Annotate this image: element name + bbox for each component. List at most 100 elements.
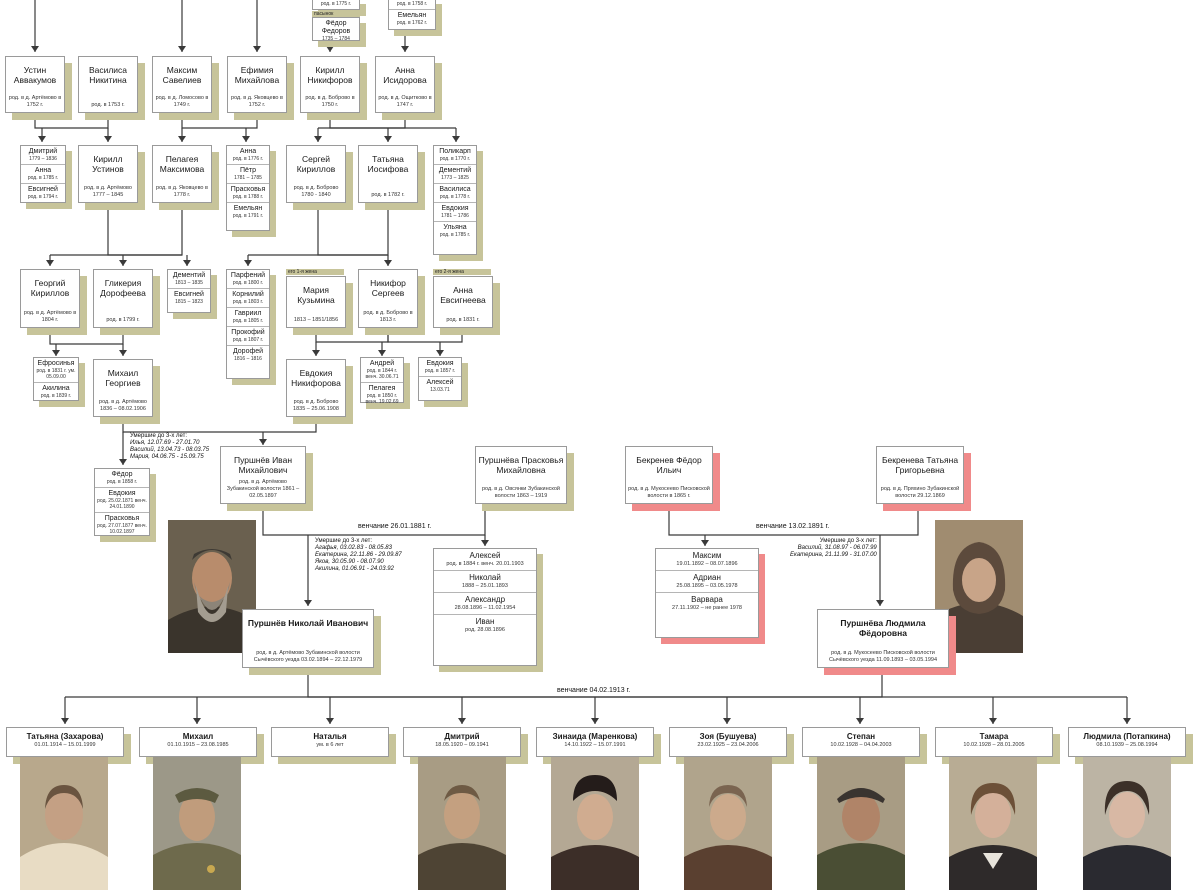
person-dates: род. в д. Овсянки Зубакинской волости 18… [482, 486, 560, 499]
child-card-zoya[interactable]: Зоя (Бушуева)23.02.1925 – 23.04.2006 [669, 727, 787, 757]
child-dates: 01.10.1915 – 23.08.1985 [167, 742, 229, 748]
note-item: Акилина, 01.06.91 - 24.03.92 [315, 566, 394, 572]
person-dates: род. в 1782 г. [371, 192, 405, 198]
person-name: Василиса Никитина [88, 65, 128, 85]
note-title: Умершие до 3-х лет: [315, 538, 373, 544]
person-name: Евдокия Никифорова [291, 368, 341, 388]
person-card-efimiya[interactable]: Ефимия Михайлова род. в д. Яковцево в 175… [227, 56, 287, 113]
person-dates: род. в д. Яковцево в 1752 г. [231, 95, 283, 108]
person-name: Георгий Кириллов [30, 278, 70, 298]
child-name: Татьяна (Захарова) [26, 732, 104, 741]
person-card-anna-evsigneeva[interactable]: Анна Евсигнеева род. в 1831 г. [433, 276, 493, 328]
person-dates: род. в 1831 г. [446, 317, 480, 323]
person-name: Максим Савелиев [162, 65, 202, 85]
person-dates: род. в д. Артёмово в 1804 г. [23, 310, 77, 323]
person-card-nikolai-purshnev[interactable]: Пуршнёв Николай Иванович род. в д. Артёмо… [242, 609, 374, 668]
person-card-vasilisa[interactable]: Василиса Никитина род. в 1753 г. [78, 56, 138, 113]
child-dates: 10.02.1928 – 28.01.2005 [963, 742, 1025, 748]
person-name: Ефимия Михайлова [234, 65, 280, 85]
child-name: Тамара [979, 732, 1009, 741]
person-dates: род. в д. Ощитково в 1747 г. [378, 95, 432, 108]
person-name: Бекренева Татьяна Григорьевна [881, 455, 959, 475]
note-item: Василий, 31.08.97 - 06.07.99 [797, 545, 877, 551]
second-wife-tag: его 2-я жена [433, 269, 491, 275]
person-dates: род. в 1753 г. [91, 102, 125, 108]
child-card-zinaida[interactable]: Зинаида (Маренкова)14.10.1922 – 15.07.19… [536, 727, 654, 757]
person-dates: род. в д. Артёмово Зубакинской волости С… [253, 650, 363, 663]
person-name: Анна Евсигнеева [440, 285, 486, 305]
wedding-label-2: венчание 13.02.1891 г. [756, 523, 830, 530]
top-sibling-box-1: род. в 1775 г. [312, 0, 360, 10]
person-name: Мария Кузьмина [297, 285, 335, 305]
child-card-tatyana[interactable]: Татьяна (Захарова)01.01.1914 – 15.01.199… [6, 727, 124, 757]
first-wife-tag: его 1-я жена [286, 269, 344, 275]
note-item: Василий, 13.04.73 - 08.03.75 [130, 447, 210, 453]
person-dates: род. в д. Яковцево в 1778 г. [156, 185, 208, 198]
person-name: Никифор Сергеев [370, 278, 406, 298]
person-card-georgii[interactable]: Георгий Кириллов род. в д. Артёмово в 180… [20, 269, 80, 328]
child-name: Зинаида (Маренкова) [552, 732, 638, 741]
portrait-stepan [817, 757, 905, 890]
person-name: Пуршнёв Иван Михайлович [233, 455, 293, 475]
list-item: род. в 1758 г. [389, 0, 435, 10]
child-card-lyudmila[interactable]: Людмила (Потапкина)08.10.1939 – 25.08.19… [1068, 727, 1186, 757]
person-name: Пуршнёв Николай Иванович [247, 618, 369, 628]
infant-deaths-note-1: Умершие до 3-х лет: Илья, 12.07.69 - 27.… [130, 433, 209, 461]
portrait-nikolai [168, 520, 256, 653]
list-item: род. в 1775 г. [320, 1, 352, 7]
portrait-zoya [684, 757, 772, 890]
note-item: Яков, 30.05.90 - 08.07.90 [315, 559, 384, 565]
